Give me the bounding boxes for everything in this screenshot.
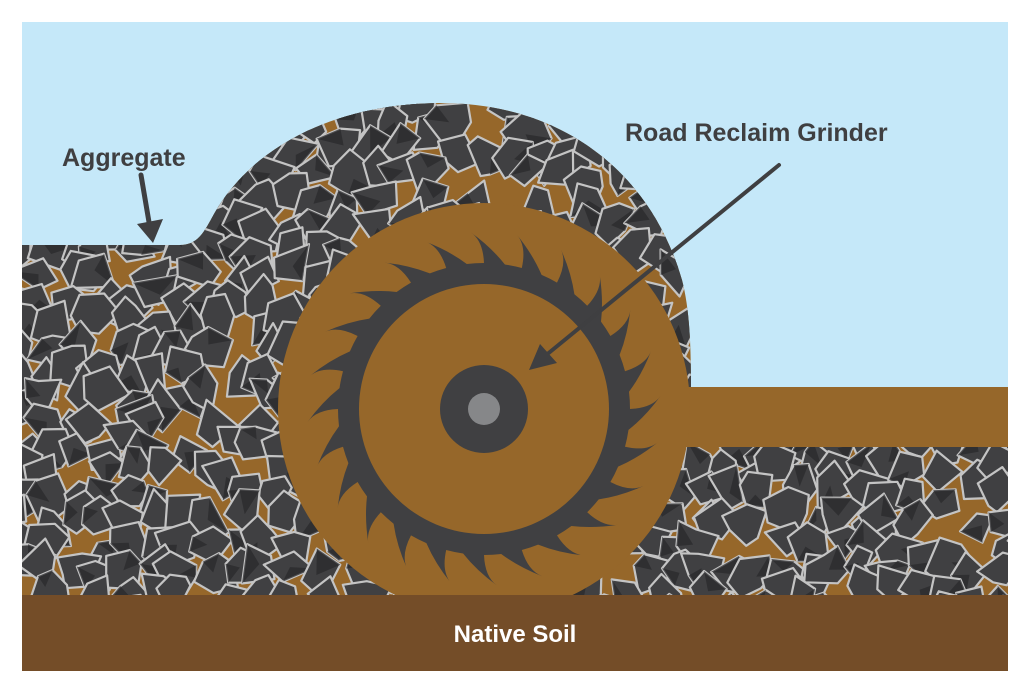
grinder-arm-band: [680, 387, 1008, 447]
road-reclaim-grinder: [278, 203, 690, 615]
gear-hub-center: [468, 393, 500, 425]
grinder-label: Road Reclaim Grinder: [625, 119, 888, 147]
aggregate-label: Aggregate: [62, 144, 186, 172]
native-soil-label: Native Soil: [454, 621, 577, 648]
